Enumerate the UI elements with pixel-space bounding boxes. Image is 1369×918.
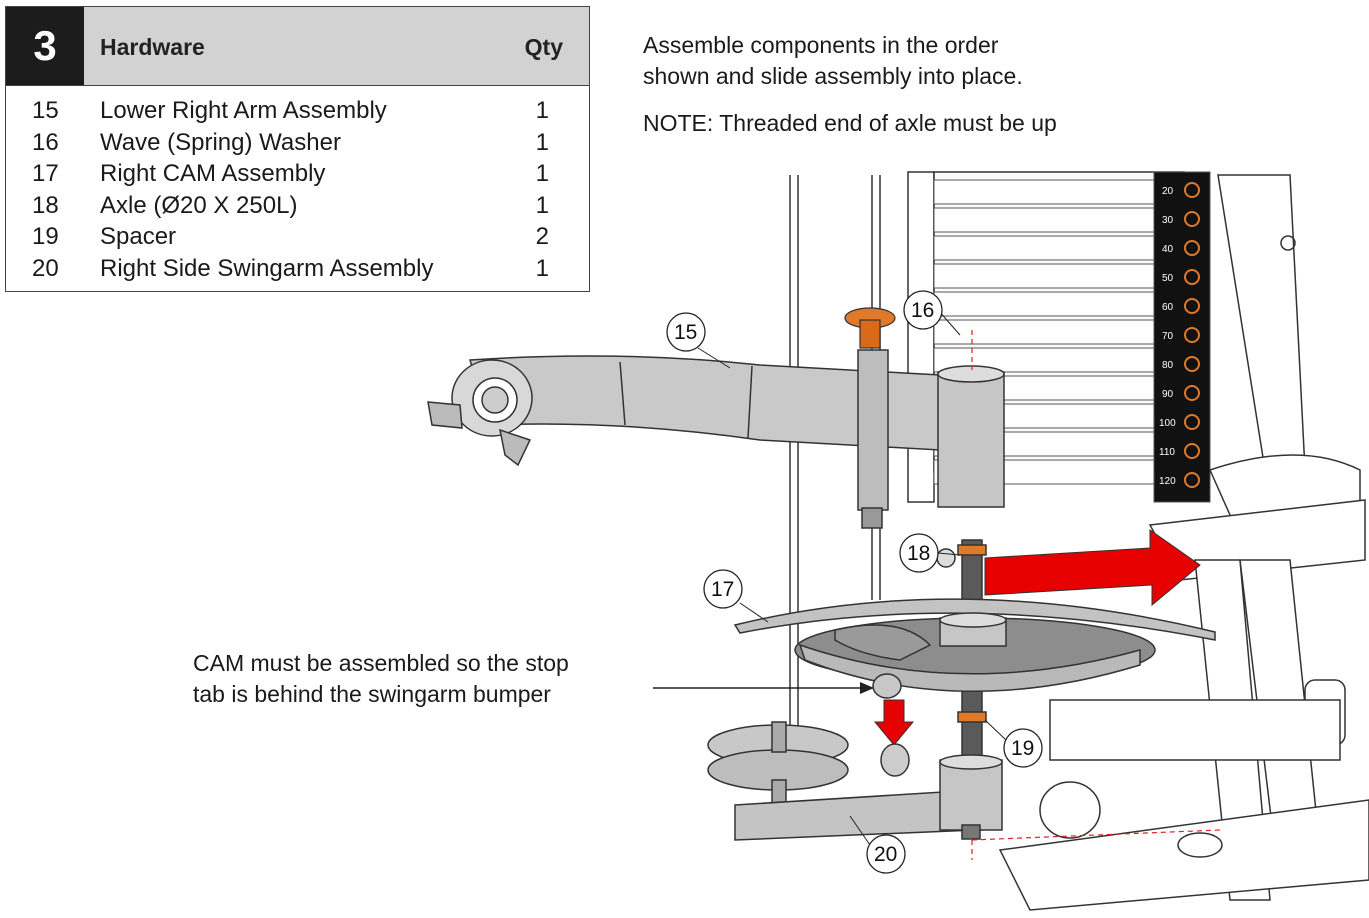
header-title: Hardware: [100, 34, 205, 60]
right-cam: [733, 598, 1216, 699]
part-name: Axle (Ø20 X 250L): [100, 191, 298, 219]
part-name: Wave (Spring) Washer: [100, 128, 341, 156]
cam-note-pointer: [653, 682, 874, 694]
table-row: 17 Right CAM Assembly 1: [6, 160, 589, 192]
svg-text:19: 19: [1011, 737, 1034, 760]
axle-note: NOTE: Threaded end of axle must be up: [643, 110, 1057, 136]
lower-right-arm: [427, 349, 1005, 529]
part-number: 17: [32, 160, 59, 188]
table-row: 15 Lower Right Arm Assembly 1: [6, 97, 589, 129]
weight-labels: 20 30 40 50 60 70 80 90 100 110 120: [1159, 186, 1176, 487]
weight-label: 70: [1162, 331, 1174, 342]
svg-text:16: 16: [911, 299, 934, 322]
callout-16: 16: [903, 290, 943, 330]
weight-label: 40: [1162, 244, 1174, 255]
callout-20: 20: [866, 834, 906, 874]
cam-note-line-2: tab is behind the swingarm bumper: [193, 681, 551, 707]
part-number: 16: [32, 128, 59, 156]
pop-pin-knob: [844, 307, 896, 349]
slide-arrow: [984, 529, 1201, 607]
instruction-line-2: shown and slide assembly into place.: [643, 63, 1023, 89]
table-row: 18 Axle (Ø20 X 250L) 1: [6, 192, 589, 224]
part-number: 18: [32, 191, 59, 219]
weight-label: 30: [1162, 215, 1174, 226]
callout-leaders: [697, 309, 1007, 846]
cam-note: CAM must be assembled so the stop tab is…: [193, 648, 569, 710]
table-row: 16 Wave (Spring) Washer 1: [6, 129, 589, 161]
part-name: Right CAM Assembly: [100, 160, 326, 188]
part-name: Lower Right Arm Assembly: [100, 97, 387, 124]
svg-text:15: 15: [674, 321, 697, 344]
part-qty: 2: [535, 223, 549, 251]
table-row: 20 Right Side Swingarm Assembly 1: [6, 255, 589, 287]
weight-label: 120: [1159, 476, 1176, 487]
cam-note-line-1: CAM must be assembled so the stop: [193, 650, 569, 676]
step-number: 3: [6, 7, 84, 85]
part-qty: 1: [535, 191, 549, 219]
part-number: 15: [32, 97, 59, 124]
bumper-arrow: [873, 699, 915, 746]
weight-label: 20: [1162, 186, 1174, 197]
part-number: 19: [32, 223, 59, 251]
svg-text:18: 18: [907, 542, 930, 565]
weight-label: 100: [1159, 418, 1176, 429]
hardware-table: 3 Hardware Qty 15 Lower Right Arm Assemb…: [5, 6, 590, 292]
part-name: Spacer: [100, 223, 177, 251]
weight-label: 90: [1162, 389, 1174, 400]
svg-text:17: 17: [711, 578, 734, 601]
part-qty: 1: [535, 254, 549, 282]
header-qty: Qty: [524, 34, 563, 60]
part-qty: 1: [535, 160, 549, 188]
part-qty: 1: [535, 97, 549, 124]
part-number: 20: [32, 254, 59, 282]
weight-label: 110: [1159, 447, 1175, 458]
part-qty: 1: [535, 128, 549, 156]
instruction-text: Assemble components in the order shown a…: [643, 30, 1023, 92]
callout-15: 15: [666, 312, 706, 352]
table-header: 3 Hardware Qty: [6, 7, 589, 86]
svg-text:20: 20: [874, 843, 897, 866]
table-row: 19 Spacer 2: [6, 223, 589, 255]
machine-seat-frame: [998, 174, 1369, 911]
callout-17: 17: [703, 569, 743, 609]
callout-18: 18: [899, 533, 939, 573]
right-swingarm: [707, 721, 1003, 841]
weight-label: 60: [1162, 302, 1174, 313]
assembly-guide-lines: [971, 330, 1221, 860]
callout-19: 19: [1003, 728, 1043, 768]
instruction-line-1: Assemble components in the order: [643, 32, 999, 58]
parts-list: 15 Lower Right Arm Assembly 1 16 Wave (S…: [6, 97, 589, 287]
weight-label: 50: [1162, 273, 1174, 284]
weight-label: 80: [1162, 360, 1174, 371]
weight-pin-holes: [1184, 182, 1200, 488]
part-name: Right Side Swingarm Assembly: [100, 254, 434, 282]
